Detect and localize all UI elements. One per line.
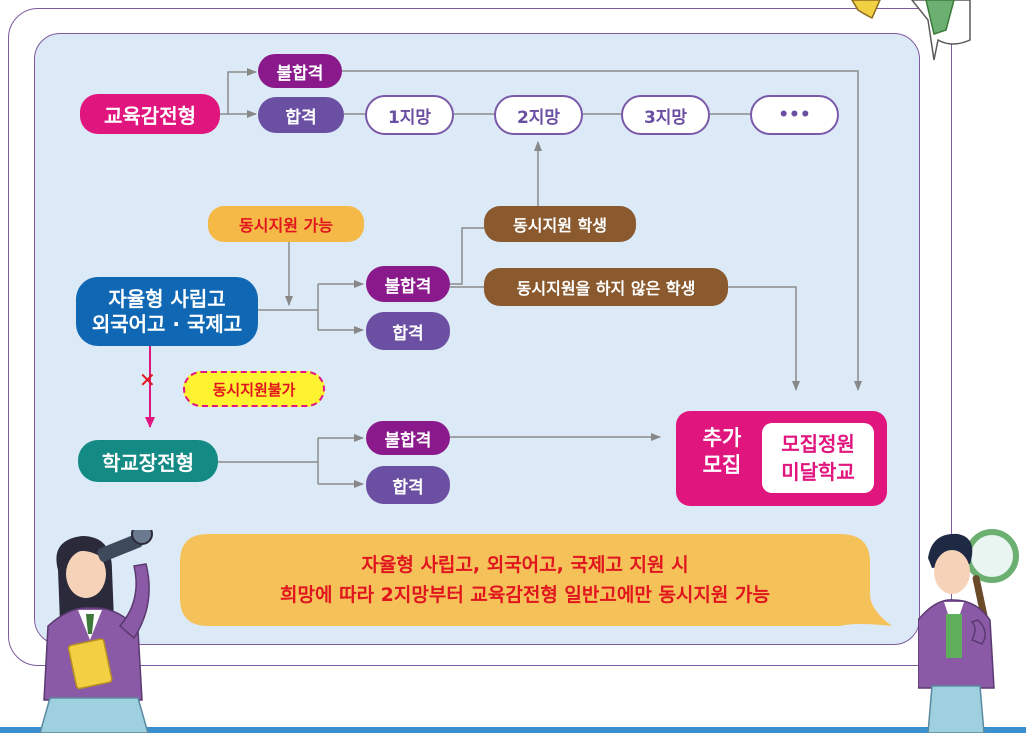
concurrent-student-node: 동시지원 학생 xyxy=(484,206,636,242)
fail-top-node: 불합격 xyxy=(258,54,342,88)
pass-mid-node: 합격 xyxy=(366,312,450,350)
result-inner-line2: 미달학교 xyxy=(781,460,855,484)
pass-bottom-node: 합격 xyxy=(366,466,450,504)
concurrent-possible-node: 동시지원 가능 xyxy=(208,206,364,242)
special-school-line1: 자율형 사립고 xyxy=(108,286,226,311)
special-school-line2: 외국어고 · 국제고 xyxy=(91,311,243,336)
choice-1-node: 1지망 xyxy=(365,95,454,135)
boy-with-magnifier-illustration xyxy=(918,529,1019,733)
bottom-rule xyxy=(0,727,1026,733)
fail-bottom-node: 불합격 xyxy=(366,421,450,455)
edge-nonconcurrent-to-result xyxy=(728,286,800,391)
special-school-node: 자율형 사립고 외국어고 · 국제고 xyxy=(76,277,258,346)
additional-recruitment-label: 추가 모집 xyxy=(692,425,752,480)
note-text: 자율형 사립고, 외국어고, 국제고 지원 시 희망에 따라 2지망부터 교육감… xyxy=(180,534,870,626)
note-line2: 희망에 따라 2지망부터 교육감전형 일반고에만 동시지원 가능 xyxy=(280,584,770,606)
non-concurrent-student-node: 동시지원을 하지 않은 학생 xyxy=(484,268,728,306)
edge-fail-mid-to-concurrent xyxy=(450,227,484,285)
principal-screening-node: 학교장전형 xyxy=(78,440,218,482)
edge-fail-top-to-result xyxy=(340,70,862,391)
choice-3-node: 3지망 xyxy=(621,95,710,135)
edu-screening-node: 교육감전형 xyxy=(80,94,220,134)
fail-mid-node: 불합격 xyxy=(366,266,450,302)
result-label-line1: 추가 xyxy=(702,426,742,450)
choice-2-node: 2지망 xyxy=(494,95,583,135)
pass-top-node: 합격 xyxy=(258,97,344,133)
additional-recruitment-box: 추가 모집 모집정원 미달학교 xyxy=(676,411,887,506)
choice-more-node: ••• xyxy=(750,95,839,135)
note-bubble xyxy=(180,534,892,626)
edge-edu-to-fail xyxy=(220,68,257,115)
note-line1: 자율형 사립고, 외국어고, 국제고 지원 시 xyxy=(361,553,689,576)
cross-mark-icon: ✕ xyxy=(139,368,156,392)
under-quota-schools-box: 모집정원 미달학교 xyxy=(762,423,874,493)
concurrent-impossible-node: 동시지원불가 xyxy=(183,371,325,407)
girl-with-telescope-illustration xyxy=(39,530,153,733)
top-right-character-illustration xyxy=(851,0,971,61)
result-inner-line1: 모집정원 xyxy=(781,432,855,456)
result-label-line2: 모집 xyxy=(702,453,742,478)
